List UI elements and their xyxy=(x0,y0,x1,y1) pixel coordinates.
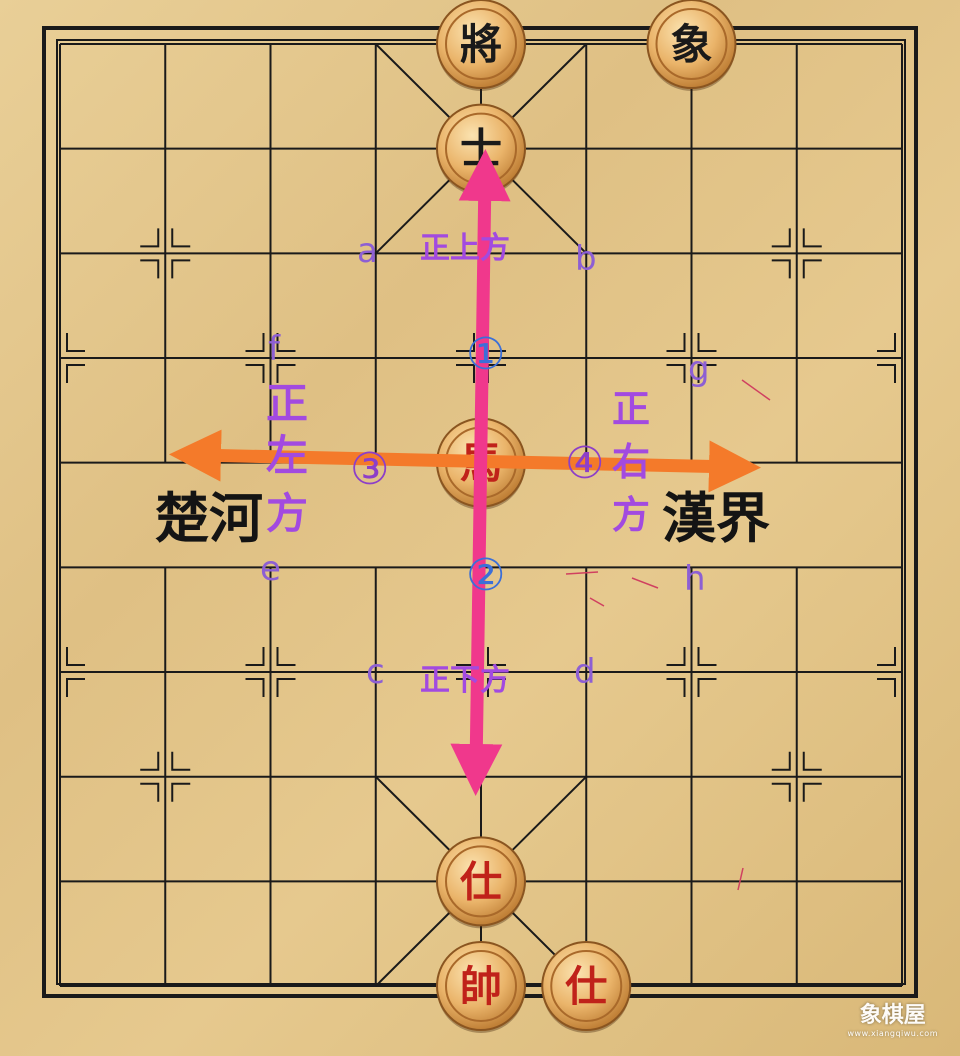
piece-disc xyxy=(436,836,526,927)
position-mark xyxy=(171,228,191,248)
piece-ring xyxy=(445,845,517,918)
position-mark xyxy=(666,364,686,384)
position-mark xyxy=(697,647,717,667)
position-mark xyxy=(276,364,296,384)
piece-disc xyxy=(541,941,632,1032)
circle-number-4: ④ xyxy=(565,438,604,489)
point-letter-a: a xyxy=(357,231,378,271)
piece-ring xyxy=(550,950,623,1023)
point-letter-b: b xyxy=(575,239,597,279)
position-mark xyxy=(276,333,296,353)
piece-ring xyxy=(655,8,728,80)
watermark: 象棋屋 www.xiangqiwu.com xyxy=(848,997,939,1038)
position-mark xyxy=(666,647,686,667)
stray-mark-3 xyxy=(631,577,659,589)
label-right-1: 正 xyxy=(612,387,650,431)
circle-number-1: ① xyxy=(466,329,505,380)
position-mark xyxy=(276,678,296,698)
position-mark xyxy=(771,259,791,279)
position-mark xyxy=(171,751,191,771)
piece-black-general: 將 xyxy=(436,0,526,91)
watermark-name: 象棋屋 xyxy=(859,1003,926,1028)
circle-number-2: ② xyxy=(466,550,505,601)
position-mark xyxy=(877,364,896,384)
label-up: 正上方 xyxy=(420,231,510,266)
piece-disc xyxy=(436,0,526,89)
piece-label: 將 xyxy=(460,20,502,69)
position-mark xyxy=(697,678,717,698)
position-mark xyxy=(66,333,85,353)
position-mark xyxy=(802,782,822,802)
position-mark xyxy=(140,259,160,279)
position-mark xyxy=(771,228,791,248)
circle-number-3: ③ xyxy=(350,444,389,495)
point-letter-f: f xyxy=(268,329,281,369)
piece-label: 仕 xyxy=(565,962,607,1011)
piece-label: 仕 xyxy=(460,857,502,906)
label-left-1: 正 xyxy=(266,379,308,428)
position-mark xyxy=(666,333,686,353)
watermark-url: www.xiangqiwu.com xyxy=(847,1029,938,1038)
arrow-vertical xyxy=(450,149,511,796)
piece-ring xyxy=(445,950,517,1023)
stray-mark-1 xyxy=(741,379,771,401)
piece-disc xyxy=(646,0,737,89)
position-mark xyxy=(66,678,85,698)
label-right-3: 方 xyxy=(612,493,650,537)
piece-label: 象 xyxy=(670,20,712,69)
position-mark xyxy=(171,782,191,802)
position-mark xyxy=(877,678,896,698)
piece-red-king: 帥 xyxy=(436,941,526,1034)
river-left-text: 楚河 xyxy=(155,486,263,550)
stray-mark-2 xyxy=(565,571,599,575)
position-mark xyxy=(771,782,791,802)
piece-red-advisor-right: 仕 xyxy=(541,941,632,1034)
label-right-2: 右 xyxy=(612,440,650,484)
position-mark xyxy=(171,259,191,279)
piece-ring xyxy=(445,8,517,80)
label-left-2: 左 xyxy=(266,431,308,480)
position-mark xyxy=(697,364,717,384)
piece-disc xyxy=(436,941,526,1032)
position-mark xyxy=(666,678,686,698)
label-down: 正下方 xyxy=(420,663,510,698)
position-mark xyxy=(66,647,85,667)
stray-mark-5 xyxy=(737,867,744,891)
position-mark xyxy=(877,333,896,353)
point-letter-c: c xyxy=(366,652,385,692)
point-letter-g: g xyxy=(688,349,710,389)
position-mark xyxy=(245,678,265,698)
river-right-text: 漢界 xyxy=(662,486,770,550)
point-letter-h: h xyxy=(684,559,706,599)
label-left-3: 方 xyxy=(266,489,308,538)
position-mark xyxy=(245,647,265,667)
position-mark xyxy=(771,751,791,771)
point-letter-d: d xyxy=(574,652,596,692)
position-mark xyxy=(140,751,160,771)
position-mark xyxy=(877,647,896,667)
position-mark xyxy=(697,333,717,353)
piece-red-advisor-mid: 仕 xyxy=(436,836,526,929)
piece-black-elephant: 象 xyxy=(646,0,737,91)
position-mark xyxy=(802,751,822,771)
position-mark xyxy=(245,364,265,384)
position-mark xyxy=(245,333,265,353)
position-mark xyxy=(66,364,85,384)
piece-label: 士 xyxy=(460,125,502,174)
position-mark xyxy=(802,259,822,279)
point-letter-e: e xyxy=(260,549,281,589)
position-mark xyxy=(802,228,822,248)
stray-mark-4 xyxy=(589,597,605,607)
position-mark xyxy=(276,647,296,667)
piece-label: 帥 xyxy=(460,962,502,1011)
position-mark xyxy=(140,782,160,802)
position-mark xyxy=(140,228,160,248)
